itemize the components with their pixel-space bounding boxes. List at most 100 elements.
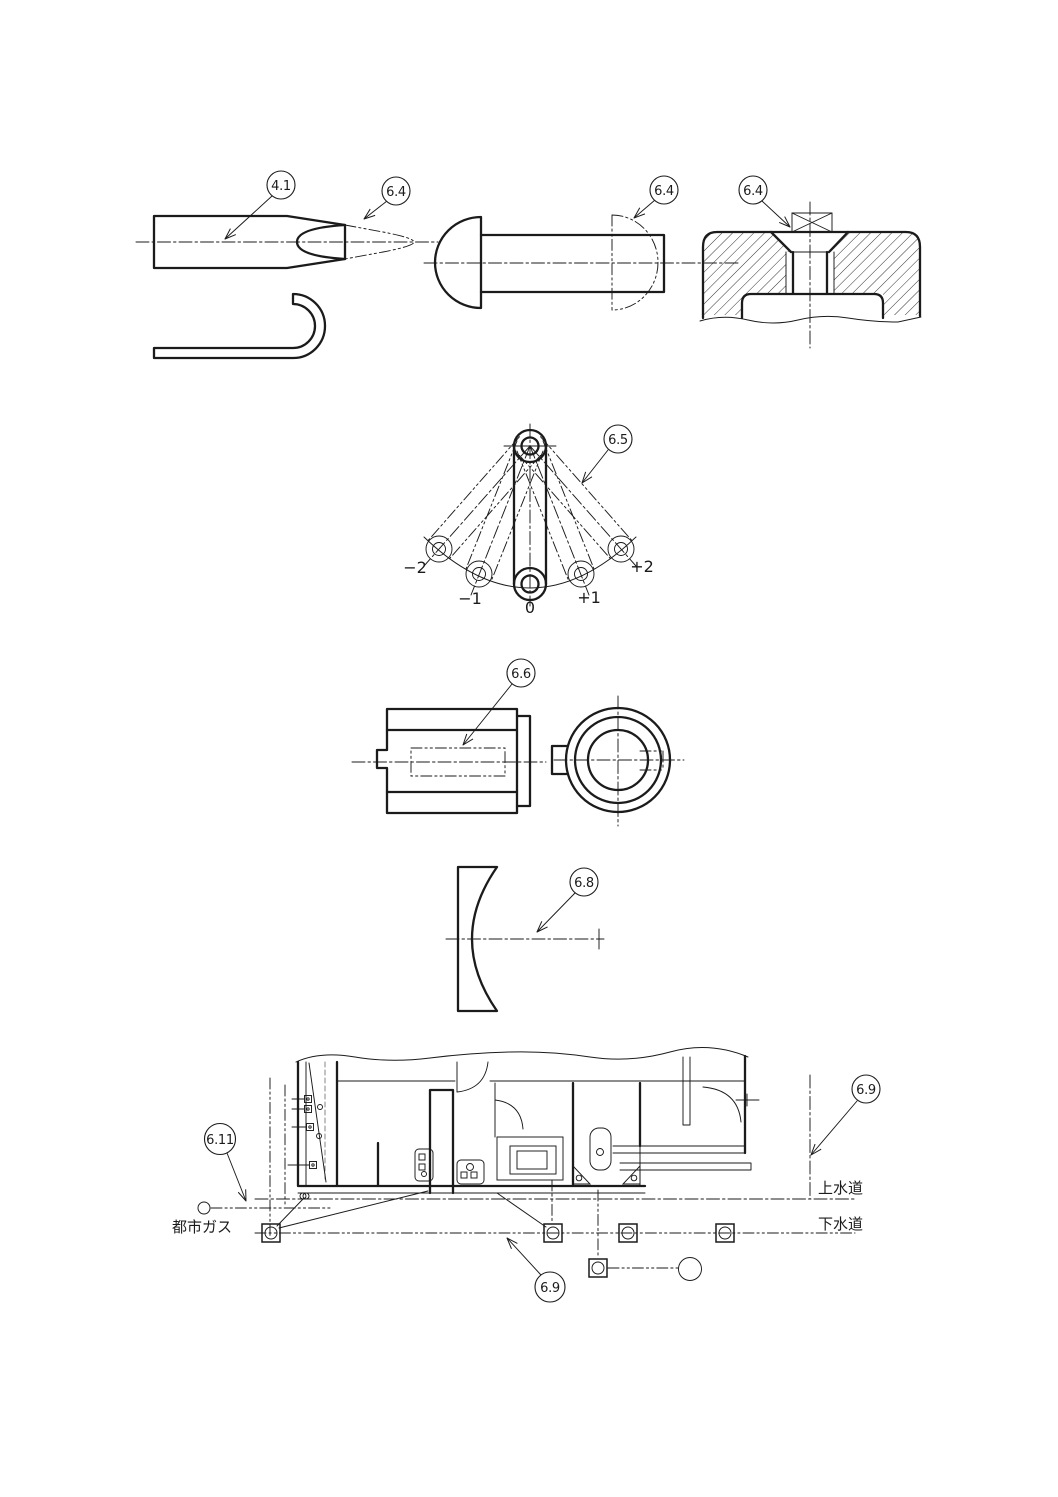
bushing-end-view bbox=[550, 695, 685, 827]
balloon-circle bbox=[381, 176, 411, 206]
leader-line bbox=[462, 683, 513, 746]
wall-tick bbox=[735, 1093, 760, 1107]
callout-tapped-hole: 6.4 bbox=[738, 175, 791, 228]
callout-punch-body: 4.1 bbox=[224, 170, 296, 240]
leader-line bbox=[536, 892, 576, 933]
countersink-and-bore bbox=[769, 230, 850, 295]
rivet-phantom-head bbox=[611, 214, 659, 311]
key-tab bbox=[550, 744, 570, 776]
balloon-circle bbox=[649, 175, 679, 205]
callout-link-positions: 6.5 bbox=[581, 424, 633, 484]
balloon-circle bbox=[534, 1271, 566, 1303]
balloon-circle bbox=[266, 170, 296, 200]
callout-water-supply: 6.9 bbox=[810, 1074, 881, 1156]
leader-line bbox=[581, 449, 609, 484]
leader-line bbox=[506, 1237, 542, 1276]
valve-symbols bbox=[287, 1095, 323, 1200]
callout-sewer: 6.9 bbox=[506, 1237, 566, 1303]
rivet-head bbox=[433, 215, 483, 310]
sewerage-label: 下水道 bbox=[818, 1215, 863, 1233]
punch-body-outline bbox=[152, 214, 347, 270]
bore-circle bbox=[586, 728, 650, 792]
bushing-side-inner-lines bbox=[385, 714, 519, 808]
position-label-plus2: +2 bbox=[630, 557, 654, 576]
solid-link bbox=[512, 428, 548, 602]
balloon-label: 4.1 bbox=[271, 179, 291, 194]
figure-rivet bbox=[423, 214, 742, 311]
break-line bbox=[699, 315, 922, 324]
phantom-link-edges bbox=[428, 436, 632, 580]
leader-line bbox=[363, 200, 388, 220]
bushing-side-outline bbox=[375, 707, 532, 815]
balloon-label: 6.5 bbox=[608, 433, 628, 448]
manholes bbox=[261, 1223, 735, 1278]
plumbing-fixtures bbox=[414, 1127, 641, 1185]
phantom-stud-box bbox=[791, 212, 833, 233]
drain-risers bbox=[551, 1179, 599, 1259]
balloon-label: 6.8 bbox=[574, 876, 594, 891]
phantom-keyway-end bbox=[639, 750, 664, 771]
figure-lens bbox=[445, 865, 605, 1013]
rivet-shank bbox=[479, 233, 666, 294]
figure-bushing bbox=[351, 695, 685, 827]
balloon-circle bbox=[603, 424, 633, 454]
leader-line bbox=[633, 199, 656, 219]
door-arc-entry bbox=[456, 1061, 489, 1093]
phantom-center-rays bbox=[423, 445, 637, 596]
balloon-label: 6.4 bbox=[743, 184, 763, 199]
balloon-circle bbox=[569, 867, 599, 897]
balloon-circle bbox=[851, 1074, 881, 1104]
hatch-right bbox=[829, 232, 920, 315]
balloon-label: 6.6 bbox=[511, 667, 531, 682]
figure-punch bbox=[135, 214, 439, 270]
phantom-end-circles bbox=[425, 535, 635, 588]
door-arc-washroom bbox=[494, 1099, 524, 1130]
hook-outline bbox=[152, 292, 327, 360]
figure-hook bbox=[152, 292, 327, 360]
leader-line bbox=[810, 1100, 858, 1156]
drain-connections bbox=[276, 1190, 547, 1229]
position-label-minus1: −1 bbox=[458, 589, 482, 608]
balloon-circle bbox=[203, 1122, 237, 1156]
balloon-label: 6.11 bbox=[206, 1133, 234, 1148]
balloon-label: 6.4 bbox=[386, 185, 406, 200]
callout-gas-service: 6.11 bbox=[203, 1122, 247, 1202]
figure-link-positions: −2 −1 0 +1 +2 bbox=[403, 423, 654, 617]
hatch-left bbox=[703, 232, 791, 315]
callout-lens: 6.8 bbox=[536, 867, 599, 933]
toilet-fixture bbox=[589, 1127, 612, 1171]
punch-dome bbox=[295, 223, 347, 261]
walls-thin bbox=[297, 1056, 746, 1194]
building-break-line bbox=[295, 1047, 749, 1063]
position-label-zero: 0 bbox=[525, 598, 535, 617]
balloon-label: 6.9 bbox=[856, 1083, 876, 1098]
water-supply-label: 上水道 bbox=[818, 1179, 863, 1197]
callout-punch-tip: 6.4 bbox=[363, 176, 411, 220]
lens-section bbox=[456, 865, 499, 1013]
final-manhole-circle bbox=[678, 1257, 702, 1281]
punch-phantom-tip bbox=[344, 224, 415, 260]
building-plan bbox=[287, 1047, 760, 1200]
leader-line bbox=[226, 1152, 247, 1202]
city-gas-label: 都市ガス bbox=[172, 1218, 232, 1236]
middle-circle bbox=[573, 715, 663, 805]
balloon-circle bbox=[506, 658, 536, 688]
balloon-label: 6.4 bbox=[654, 184, 674, 199]
figure-tapped-hole bbox=[699, 201, 922, 349]
position-label-minus2: −2 bbox=[403, 558, 427, 577]
callout-rivet: 6.4 bbox=[633, 175, 679, 219]
riser-diagonal bbox=[308, 1062, 327, 1183]
end-view-centerlines bbox=[553, 695, 685, 827]
leader-line bbox=[224, 195, 273, 240]
balloon-circle bbox=[738, 175, 768, 205]
swing-arc bbox=[423, 536, 637, 589]
position-label-plus1: +1 bbox=[577, 588, 601, 607]
door-arc-room bbox=[702, 1086, 742, 1123]
callout-bushing: 6.6 bbox=[462, 658, 536, 746]
outer-circle bbox=[564, 706, 672, 814]
walls-thick bbox=[296, 1054, 747, 1195]
gas-main-symbol bbox=[197, 1201, 211, 1215]
leader-line bbox=[761, 200, 791, 228]
